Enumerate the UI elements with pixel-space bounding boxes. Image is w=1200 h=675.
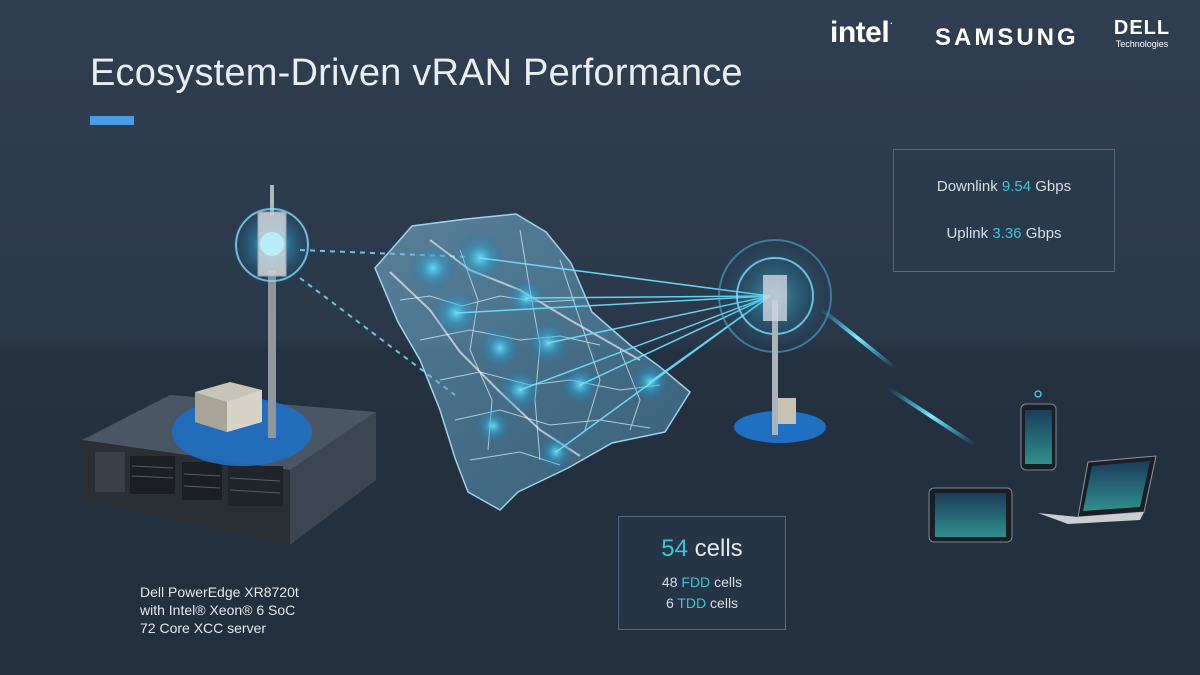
cell-tower-icon — [232, 185, 312, 438]
downlink-unit: Gbps — [1035, 178, 1072, 195]
downlink-row: Downlink 9.54 Gbps — [894, 178, 1114, 195]
coverage-map-icon — [374, 213, 691, 511]
uplink-value: 3.36 — [992, 225, 1022, 242]
server-caption-line: with Intel® Xeon® 6 SoC — [140, 602, 296, 618]
server-caption: Dell PowerEdge XR8720t with Intel® Xeon®… — [140, 583, 299, 637]
cells-total-value: 54 — [661, 535, 688, 562]
server-caption-line: Dell PowerEdge XR8720t — [140, 584, 299, 600]
cells-box: 54 cells 48 FDD cells 6 TDD cells — [618, 516, 786, 630]
smartphone-icon — [1020, 390, 1057, 471]
uplink-unit: Gbps — [1025, 225, 1062, 242]
intel-logo-text: intel — [830, 16, 890, 49]
cells-total: 54 cells — [619, 535, 785, 563]
laptop-icon — [1038, 455, 1157, 524]
tdd-type: TDD — [677, 595, 707, 611]
cells-tdd: 6 TDD cells — [619, 595, 785, 611]
dell-logo-subtext: Technologies — [1115, 39, 1169, 49]
signal-beam — [818, 306, 977, 447]
tdd-label: cells — [710, 595, 739, 611]
cell-tower-icon — [717, 238, 833, 443]
downlink-label: Downlink — [936, 178, 998, 195]
dell-technologies-logo: DELL Technologies — [1110, 18, 1174, 50]
uplink-label: Uplink — [946, 225, 989, 242]
title-accent-bar — [90, 116, 134, 125]
server-icon — [82, 382, 376, 545]
cells-fdd: 48 FDD cells — [619, 574, 785, 590]
fdd-type: FDD — [681, 574, 711, 590]
server-caption-line: 72 Core XCC server — [140, 620, 267, 636]
downlink-value: 9.54 — [1001, 178, 1032, 195]
intel-logo: intel. — [830, 16, 893, 49]
fdd-label: cells — [714, 574, 743, 590]
throughput-box: Downlink 9.54 Gbps Uplink 3.36 Gbps — [893, 149, 1115, 272]
dell-logo-text: DELL — [1113, 17, 1171, 39]
tdd-value: 6 — [665, 595, 674, 611]
cells-total-label: cells — [694, 535, 743, 562]
uplink-row: Uplink 3.36 Gbps — [894, 225, 1114, 242]
page-title: Ecosystem-Driven vRAN Performance — [90, 52, 743, 94]
tablet-icon — [928, 487, 1013, 543]
samsung-logo: SAMSUNG — [935, 24, 1079, 51]
fdd-value: 48 — [661, 574, 678, 590]
